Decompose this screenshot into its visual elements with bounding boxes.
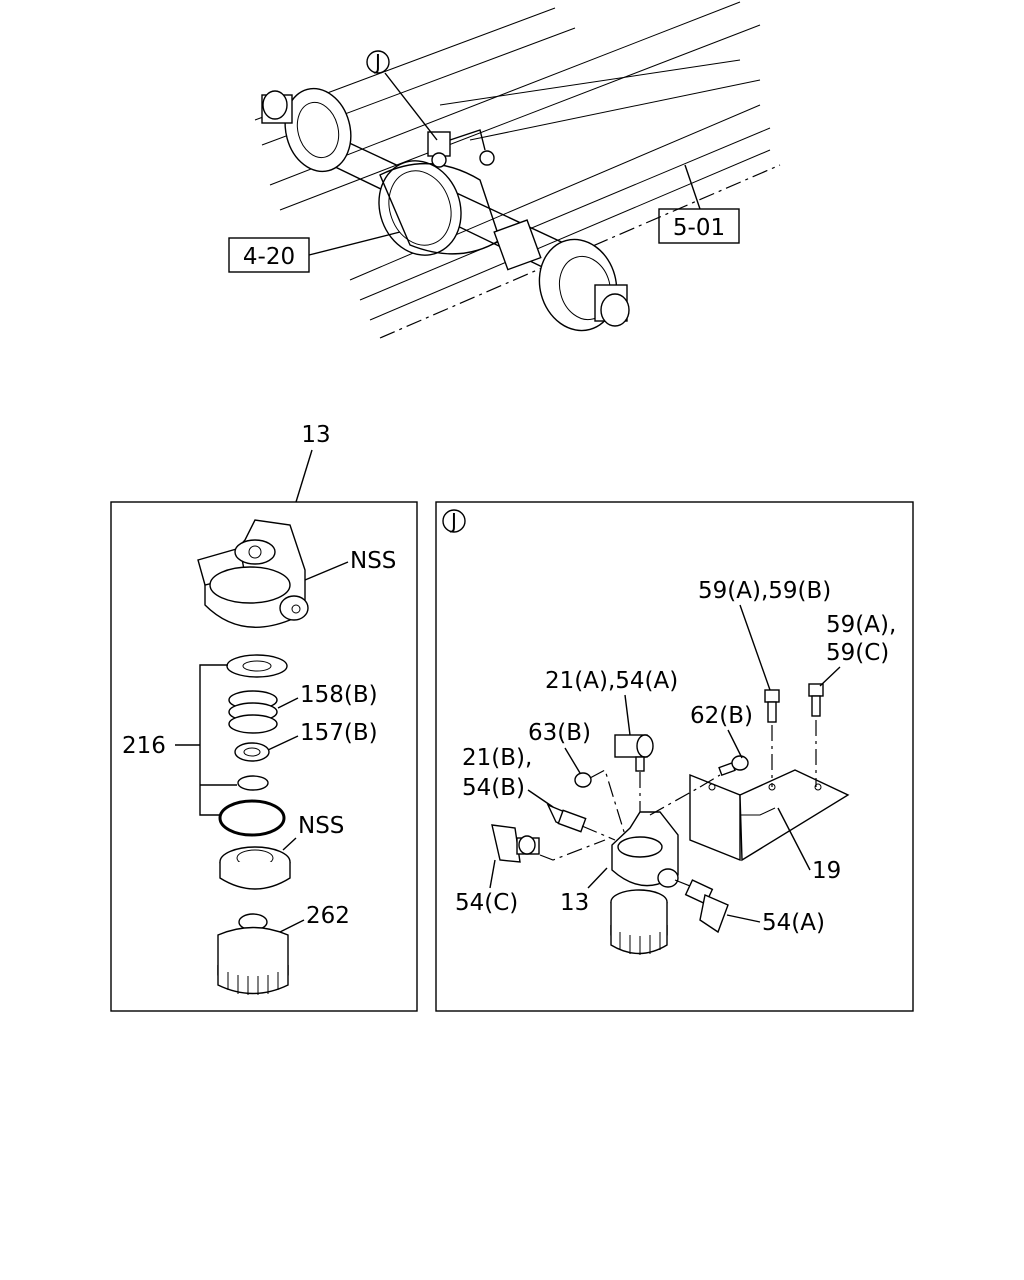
bolt-59a-label: 59(A), [826, 612, 896, 638]
filter-head-cap [197, 519, 309, 628]
filter-location-overview [427, 129, 495, 168]
right-wheel-hub [538, 238, 630, 332]
filter-13-label: 13 [560, 890, 589, 916]
filter-assembly-13 [610, 811, 679, 955]
small-o-ring [237, 775, 269, 791]
nut-63b [574, 769, 626, 836]
elbow-54a-label: 54(A) [762, 910, 825, 936]
element-nss-label: NSS [298, 813, 344, 839]
right-detail-frame [435, 501, 914, 1012]
part-157b-label: 157(B) [300, 720, 378, 746]
part-19-bracket [689, 769, 850, 862]
ref-4-20-callout: 4-20 [228, 231, 401, 273]
bolt-59ac [808, 683, 824, 787]
kit-216-label: 216 [122, 733, 166, 759]
ref-5-01-label: 5-01 [673, 215, 725, 241]
elbow-54a [674, 879, 729, 934]
part-158b-label: 158(B) [300, 682, 378, 708]
detail-j-callout: J [366, 50, 438, 141]
detail-j-frame-marker: J [449, 509, 457, 533]
part-19-label: 19 [812, 858, 841, 884]
part-157b [234, 742, 270, 762]
filter-element [219, 846, 291, 890]
fitting-54b-label: 54(B) [462, 775, 525, 801]
kit-216-bracket [175, 664, 237, 816]
ref-5-01-callout: 5-01 [658, 164, 740, 244]
left-detail-frame [110, 501, 418, 1012]
fitting-21a-54a-label: 21(A),54(A) [545, 668, 678, 694]
ref-4-20-label: 4-20 [243, 244, 295, 270]
cap-nss-label: NSS [350, 548, 396, 574]
filter-exploded-view: 13 NSS 158(B) 157(B) [110, 422, 418, 1012]
axle-overview: J 4-20 5-01 [228, 1, 781, 339]
part-262-bowl [217, 913, 289, 995]
bolt-59c-label: 59(C) [826, 640, 889, 666]
frame-rails [254, 1, 781, 339]
assembly-13-label: 13 [301, 422, 330, 448]
bolt-62b [699, 755, 749, 788]
elbow-54c-label: 54(C) [455, 890, 518, 916]
elbow-54c [491, 824, 606, 863]
detail-j-marker: J [373, 50, 381, 74]
part-158b [226, 654, 288, 734]
large-o-ring [218, 799, 286, 837]
bolt-59ab-label: 59(A),59(B) [698, 578, 831, 604]
bolt-59ab [764, 689, 780, 787]
fitting-21b-label: 21(B), [462, 745, 532, 771]
detail-j-view: J 19 59(A),59(B) 59(A), 59(C) [435, 501, 914, 1012]
nut-63b-label: 63(B) [528, 720, 591, 746]
left-wheel-hub [261, 87, 352, 173]
part-262-label: 262 [306, 903, 350, 929]
bolt-62b-label: 62(B) [690, 703, 753, 729]
fitting-21b-54b [546, 803, 616, 841]
